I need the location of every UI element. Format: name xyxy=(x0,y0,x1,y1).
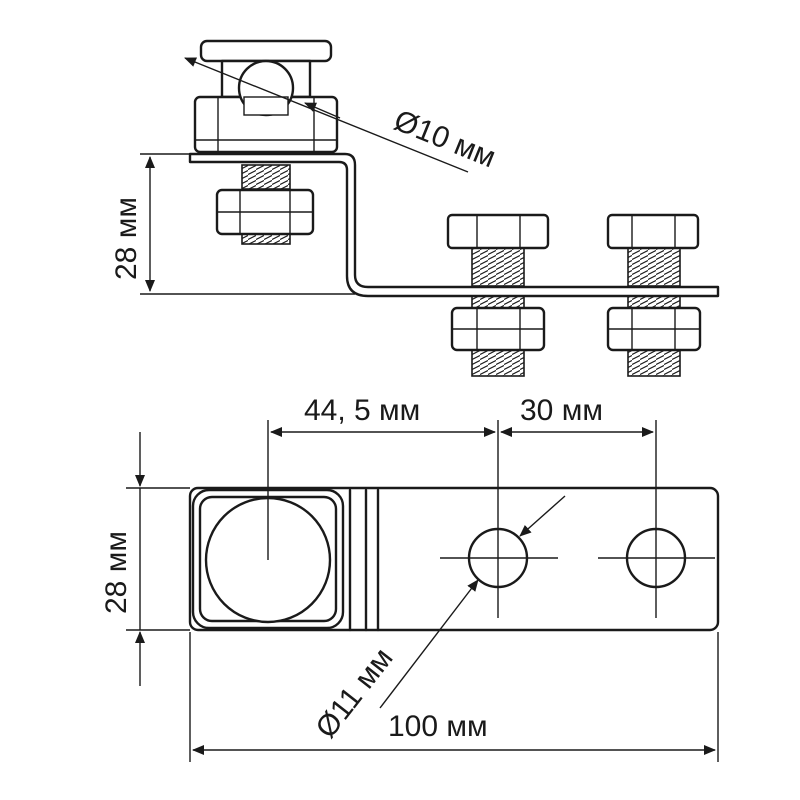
bent-strap xyxy=(188,152,720,298)
ball-diameter-leader xyxy=(184,57,469,173)
plate-width-label: 28 мм xyxy=(100,531,133,614)
plate-outline xyxy=(188,486,720,632)
clamp-top-cap xyxy=(199,39,333,63)
bolt-2 xyxy=(606,213,702,377)
hole-diameter-leader xyxy=(379,579,479,709)
side-height-label: 28 мм xyxy=(110,197,143,280)
total-length-label: 100 мм xyxy=(388,710,488,743)
clamp-bolt-thread xyxy=(241,164,291,190)
top-view: Ø11 мм 44, 5 мм 30 мм 28 мм 100 мм xyxy=(100,394,720,762)
ball-diameter-label: Ø10 мм xyxy=(389,104,500,174)
offset-distance-label: 44, 5 мм xyxy=(304,394,420,427)
hole-spacing-label: 30 мм xyxy=(520,394,603,427)
hole-diameter-label: Ø11 мм xyxy=(310,642,400,744)
side-view: Ø10 мм 28 мм xyxy=(110,39,720,377)
bolt-1 xyxy=(446,213,550,377)
